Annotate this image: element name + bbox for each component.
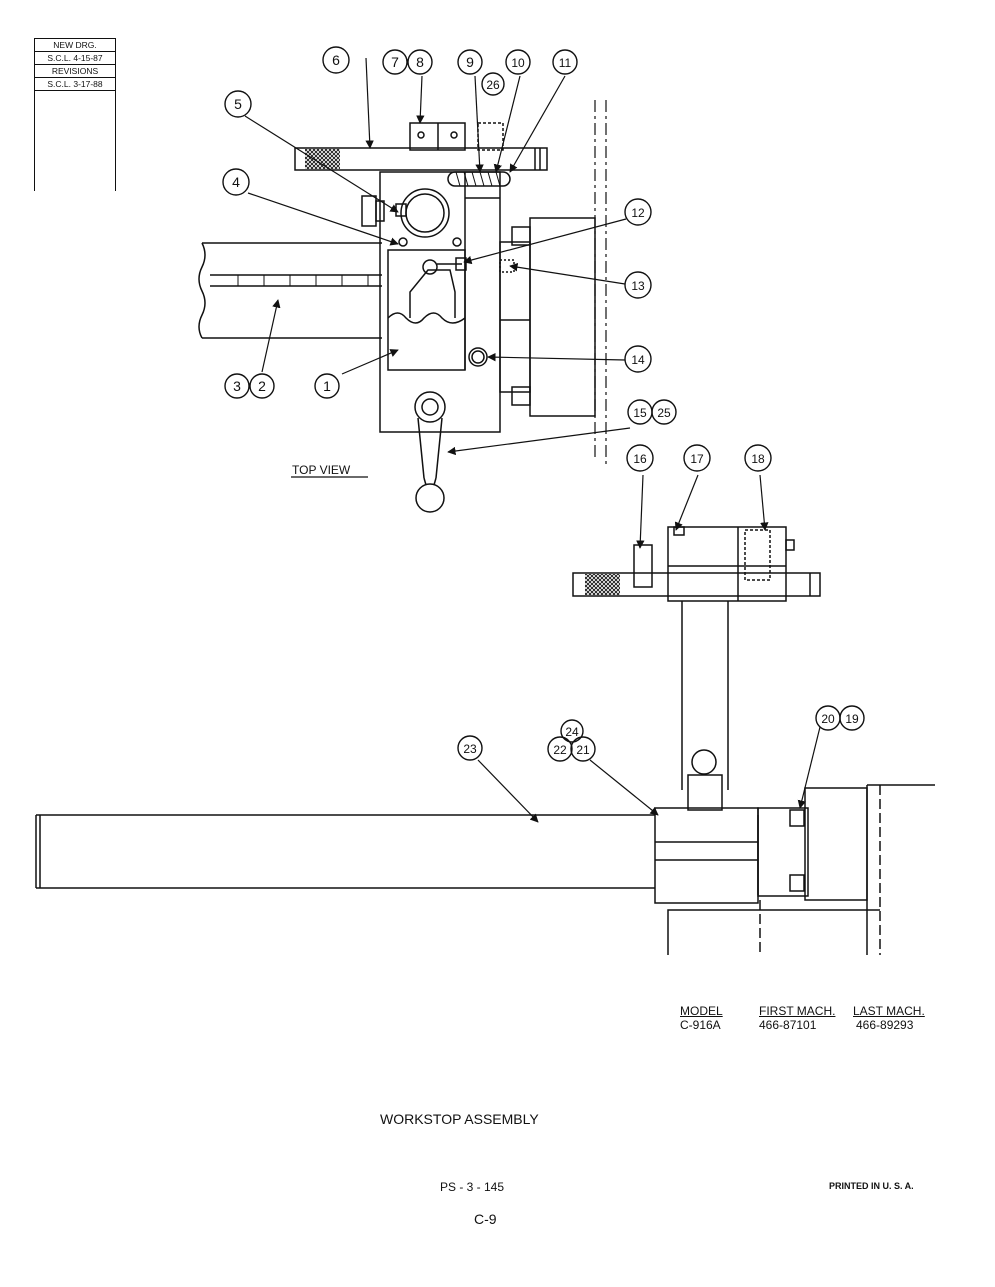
- balloon-17: 17: [690, 452, 704, 466]
- balloon-21: 21: [576, 743, 590, 757]
- view-label: TOP VIEW: [292, 463, 351, 477]
- revision-1: S.C.L. 3-17-88: [35, 78, 115, 91]
- model-header: MODEL: [680, 1004, 723, 1018]
- balloon-10: 10: [511, 56, 525, 70]
- first-mach-value: 466-87101: [759, 1018, 817, 1032]
- balloon-2: 2: [258, 378, 266, 394]
- clamp-block-side-view: [654, 784, 935, 955]
- balloon-26: 26: [486, 78, 500, 92]
- page-number: C-9: [474, 1211, 497, 1227]
- last-mach-header: LAST MACH.: [853, 1004, 925, 1018]
- balloon-1: 1: [323, 378, 331, 394]
- first-mach-header: FIRST MACH.: [759, 1004, 836, 1018]
- balloons: [222, 46, 865, 762]
- drawing-title: WORKSTOP ASSEMBLY: [380, 1111, 539, 1127]
- balloon-3: 3: [233, 378, 241, 394]
- balloon-23: 23: [463, 742, 477, 756]
- balloon-15: 15: [633, 406, 647, 420]
- balloon-14: 14: [631, 353, 645, 367]
- balloon-24: 24: [565, 725, 579, 739]
- leader-lines: [244, 57, 821, 823]
- revision-block: NEW DRG. S.C.L. 4-15-87 REVISIONS S.C.L.…: [34, 38, 116, 191]
- balloon-11: 11: [559, 56, 572, 70]
- last-mach-value: 466-89293: [856, 1018, 914, 1032]
- balloon-22: 22: [553, 743, 567, 757]
- scale-bar-top-view: [198, 242, 382, 339]
- balloon-13: 13: [631, 279, 645, 293]
- balloon-9: 9: [466, 54, 474, 70]
- workstop-body-top-view: [361, 171, 501, 433]
- balloon-16: 16: [633, 452, 647, 466]
- balloon-4: 4: [232, 174, 240, 190]
- balloon-8: 8: [416, 54, 424, 70]
- adjusting-rod-side-view: [572, 526, 821, 602]
- new-drg-by: S.C.L. 4-15-87: [35, 52, 115, 65]
- crank-handle: [414, 391, 446, 513]
- balloon-5: 5: [234, 96, 242, 112]
- balloon-18: 18: [751, 452, 765, 466]
- vertical-column: [681, 601, 729, 811]
- long-bar-side-view: [35, 814, 655, 889]
- balloon-12: 12: [631, 206, 645, 220]
- mounting-plate-top-view: [499, 217, 596, 417]
- new-drg-label: NEW DRG.: [35, 38, 115, 52]
- printed-in: PRINTED IN U. S. A.: [829, 1181, 914, 1191]
- balloon-25: 25: [657, 406, 671, 420]
- page-code: PS - 3 - 145: [440, 1180, 505, 1194]
- balloon-6: 6: [332, 52, 340, 68]
- model-value: C-916A: [680, 1018, 721, 1032]
- revisions-label: REVISIONS: [35, 65, 115, 78]
- balloon-20: 20: [821, 712, 835, 726]
- knurled-rod-top-view: [294, 122, 548, 187]
- balloon-7: 7: [391, 54, 399, 70]
- balloon-19: 19: [845, 712, 859, 726]
